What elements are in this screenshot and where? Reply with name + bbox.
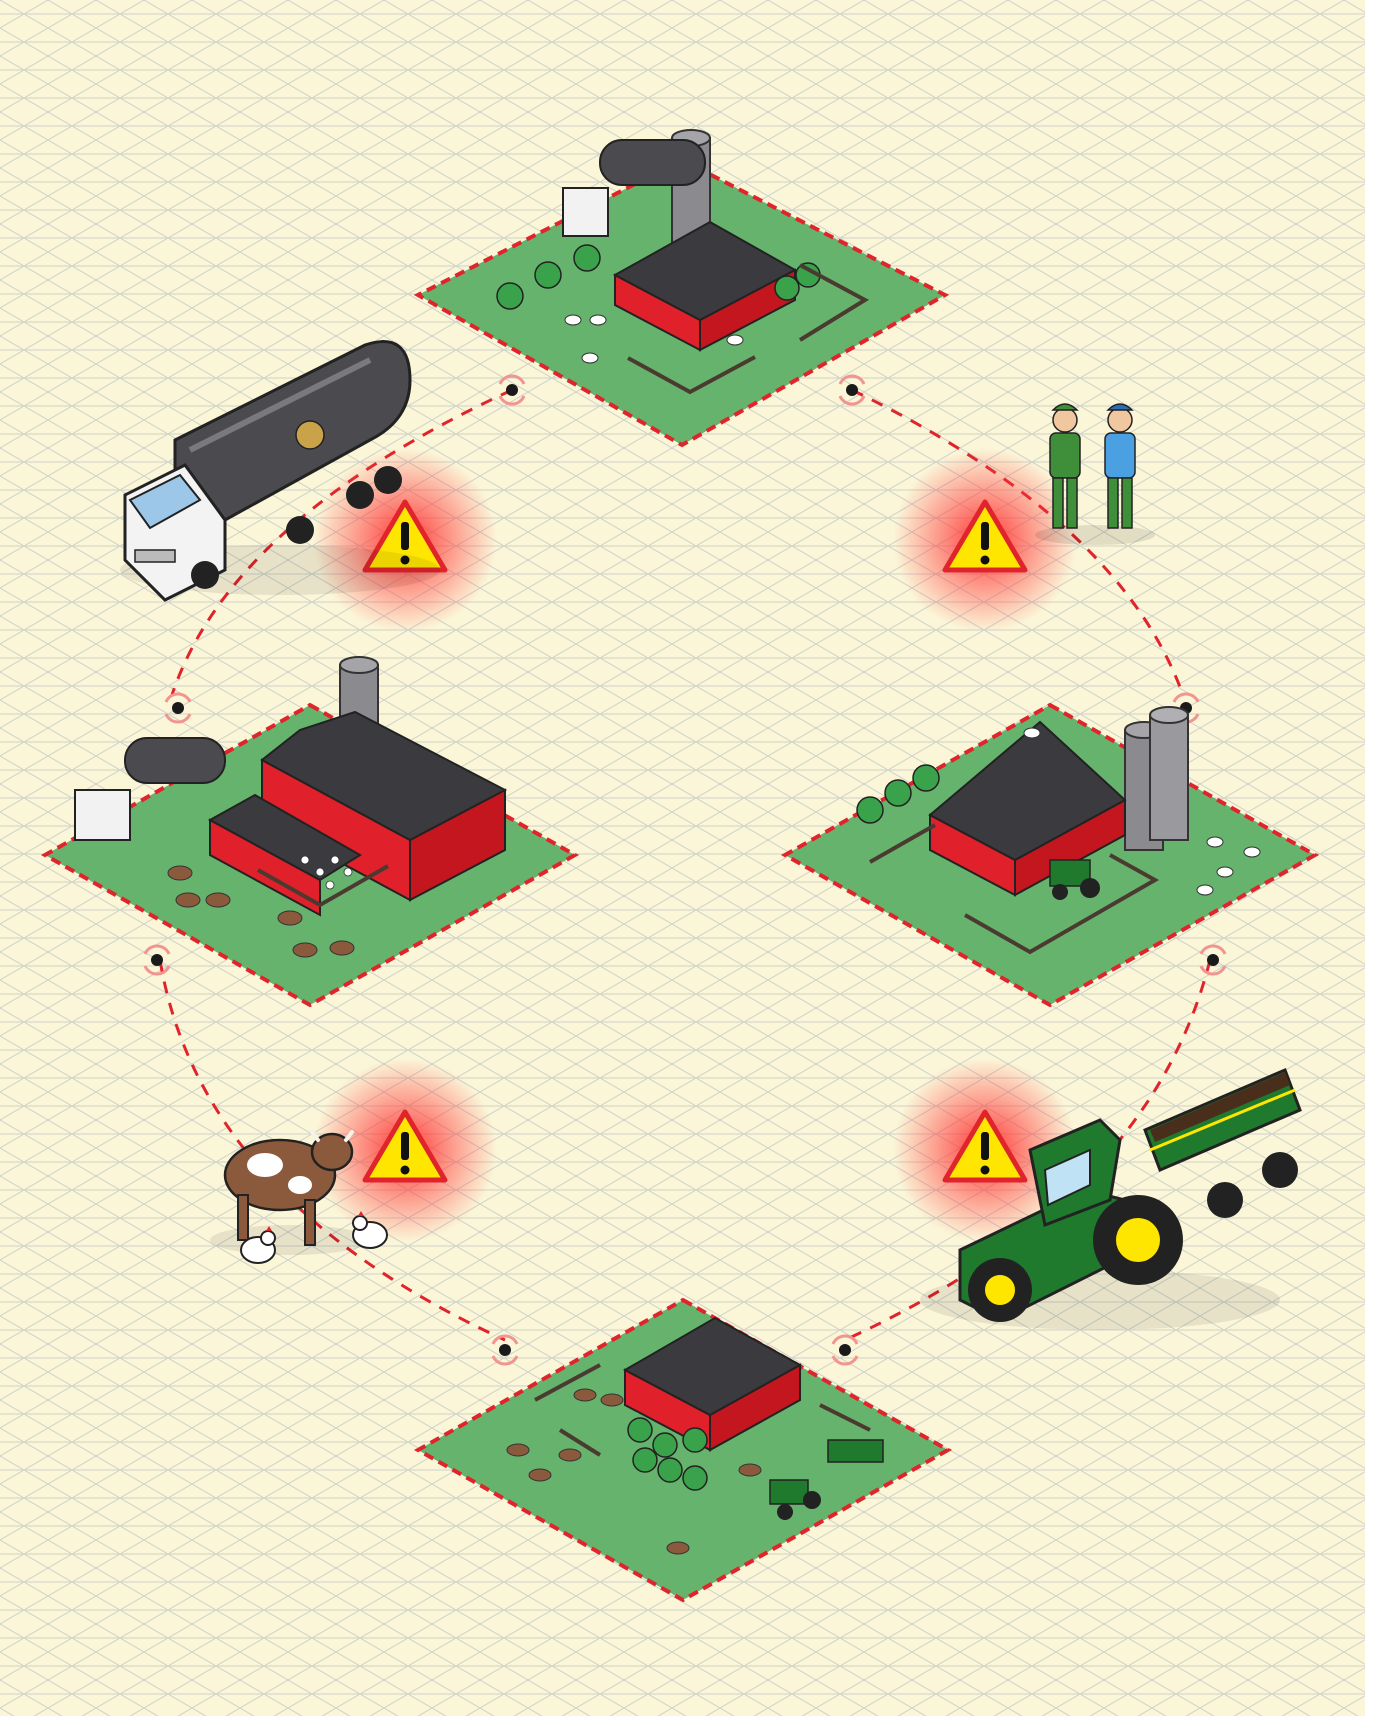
route-north-west [170,388,513,696]
warning-northwest [313,448,497,632]
farm-east [780,702,1320,1008]
route-markers [143,374,1227,1366]
farm-west [40,656,580,1008]
trees [856,764,940,824]
silos [1124,706,1189,851]
fence [627,263,870,395]
farm-workers [1035,403,1155,545]
tractor [958,1118,1183,1322]
warning-icon [362,499,448,573]
cows [167,865,355,958]
tractor-small [1049,859,1100,900]
warning-icon [942,1109,1028,1183]
farmer-green [1049,403,1081,529]
fence [869,823,1160,955]
tractor-small [769,1439,884,1520]
milk-tanker-small [562,139,706,237]
barn [612,220,798,352]
endpoint-marker [831,1334,859,1366]
fence [257,864,389,908]
warning-northeast [893,448,1077,632]
sheep [564,314,744,364]
chicken [352,1211,388,1249]
warning-southeast [893,1058,1077,1242]
endpoint-marker [164,692,192,724]
warning-southwest [313,1058,497,1242]
endpoint-marker [838,374,866,406]
trees [627,1417,708,1491]
milk-tanker-small [74,737,226,841]
warning-icon [362,1109,448,1183]
cow-and-chickens [210,1130,388,1264]
endpoint-marker [143,944,171,976]
farmer-blue [1104,403,1136,529]
tractor-with-manure-trailer [920,1068,1302,1330]
manure-trailer [1143,1068,1302,1218]
farm-south [413,1297,953,1603]
warning-icon [942,499,1028,573]
endpoint-marker [498,374,526,406]
sheep [1023,727,1261,896]
chickens [300,855,353,890]
milk-tanker-truck [120,340,440,602]
barn [928,720,1127,897]
cows [506,1388,762,1555]
endpoint-marker [491,1334,519,1366]
farm-north [413,129,950,448]
trees [496,244,821,310]
endpoint-marker [1199,944,1227,976]
chicken [240,1226,276,1264]
tanker-logo [295,420,325,450]
cow [223,1130,354,1246]
fence [534,1363,871,1457]
